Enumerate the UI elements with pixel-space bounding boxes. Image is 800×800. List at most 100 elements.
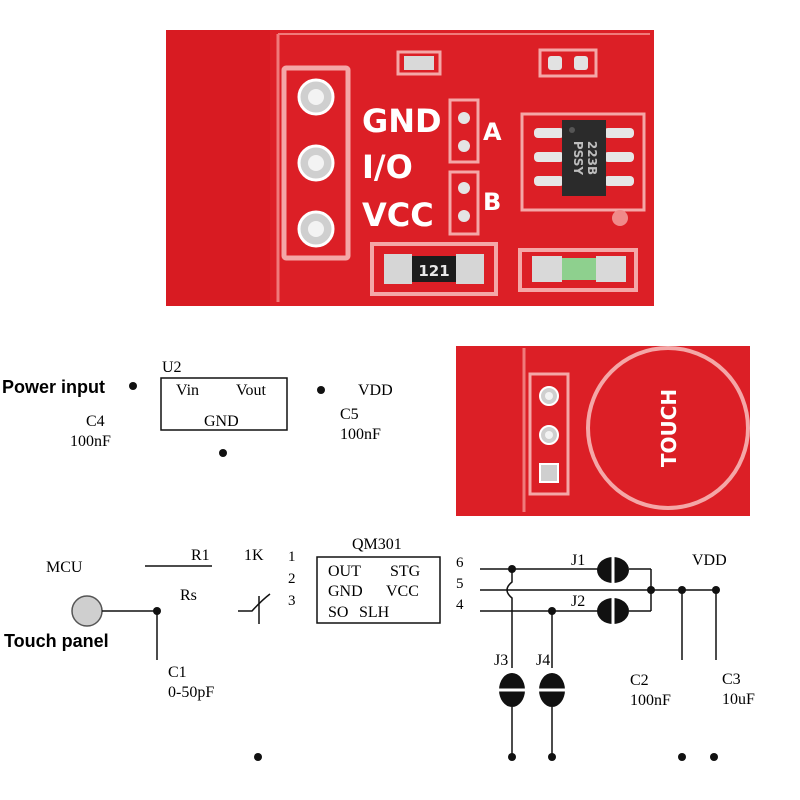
pin-label-vcc: VCC [362,196,434,234]
j2-label: J2 [571,593,585,610]
back-header-outline [528,372,570,496]
qm301-gnd: GND [328,583,363,600]
touch-panel-label: Touch panel [4,631,109,651]
c5-ref: C5 [340,406,359,423]
ground-node-left [254,753,262,761]
c3-value: 10uF [722,691,755,708]
regulator-gnd-node [219,449,227,457]
rs-label: Rs [180,587,197,604]
touch-pad-text: TOUCH [657,389,681,467]
pin-1-number: 1 [288,549,296,565]
pcb-edge-strip [166,30,270,306]
module-front-pcb: GND I/O VCC A B 223B PSSY [166,30,654,306]
pin-4-number: 4 [456,597,464,613]
power-input-label: Power input [2,377,105,397]
qm301-vcc: VCC [386,583,419,600]
qm301-so: SO [328,604,348,621]
ic-lead-l1 [534,128,564,138]
c2-value: 100nF [630,692,671,709]
qm301-ref: QM301 [352,536,402,553]
led-body [562,258,596,280]
wire-j3-crossover [506,569,513,668]
touch-panel-icon [71,595,103,627]
c4-ref: C4 [86,413,105,430]
c4-value: 100nF [70,433,111,450]
vdd-label-top: VDD [358,382,393,399]
module-back-pcb: TOUCH [456,346,750,516]
vdd-node-top [317,386,325,394]
c3-ref: C3 [722,671,741,688]
regulator-box [160,377,288,431]
r1-value: 1K [244,547,264,564]
jumper-b-pad-2 [458,210,470,222]
jumper-a-outline [448,98,480,164]
top-pad-pair-outline [538,48,598,78]
jumper-b-pad-1 [458,182,470,194]
power-input-node [129,382,137,390]
c1-ref: C1 [168,664,187,681]
touch-circuit-schematic: MCU R1 1K Rs Touch panel C1 0-50pF QM301… [4,536,755,761]
via-dot [612,210,628,226]
node-j4-bottom [548,753,556,761]
node-j3-bottom [508,753,516,761]
back-pad-3 [539,463,559,483]
resistor-outline [370,242,498,296]
led-outline [518,248,638,292]
top-pad-left [548,56,562,70]
header-pad-vcc-hole [308,221,324,237]
c1-value: 0-50pF [168,684,214,701]
pin-label-io: I/O [362,148,413,186]
pin-3-number: 3 [288,593,296,609]
back-pad-1-hole [545,392,553,400]
qm301-stg: STG [390,563,421,580]
resistor-pad-left [384,254,412,284]
ic-body [562,120,606,196]
qm301-slh: SLH [359,604,390,621]
r1-ref: R1 [191,547,210,564]
top-pad-right [574,56,588,70]
vdd-label-bottom: VDD [692,552,727,569]
regulator-vout: Vout [236,382,266,399]
smd-cap-top [404,56,434,70]
ic-lead-r3 [604,176,634,186]
jumper-a-pad-1 [458,112,470,124]
node-j-merge [647,586,655,594]
led-pad-right [596,256,626,282]
jumper-label-b: B [483,188,501,216]
ic-marking-line1: 223B [585,141,599,175]
led-pad-left [532,256,562,282]
c5-value: 100nF [340,426,381,443]
ground-node-c2 [678,753,686,761]
ground-node-c3 [710,753,718,761]
regulator-vin: Vin [176,382,199,399]
regulator-gnd: GND [204,413,239,430]
touch-pad-circle [586,346,750,510]
j4-label: J4 [536,652,550,669]
qm301-out: OUT [328,563,361,580]
ic-marking-line2: PSSY [571,141,585,176]
header-pad-gnd-hole [308,89,324,105]
pin-5-number: 5 [456,576,464,592]
ic-lead-r1 [604,128,634,138]
pin-label-gnd: GND [362,102,442,140]
jumper-label-a: A [483,118,502,146]
c2-ref: C2 [630,672,649,689]
resistor-marking: 121 [418,262,449,280]
input-wire-bend [238,593,271,612]
ic-pin1-dot [569,127,575,133]
jumper-a-pad-2 [458,140,470,152]
regulator-ref: U2 [162,359,182,376]
ic-lead-l3 [534,176,564,186]
ic-lead-l2 [534,152,564,162]
ic-outline [520,112,646,212]
j3-label: J3 [494,652,508,669]
ic-lead-r2 [604,152,634,162]
jumper-b-outline [448,170,480,236]
pin-2-number: 2 [288,571,296,587]
resistor-body [412,256,456,282]
header-pad-io-hole [308,155,324,171]
resistor-pad-right [456,254,484,284]
pin-6-number: 6 [456,555,464,571]
smd-cap-top-outline [396,50,442,76]
